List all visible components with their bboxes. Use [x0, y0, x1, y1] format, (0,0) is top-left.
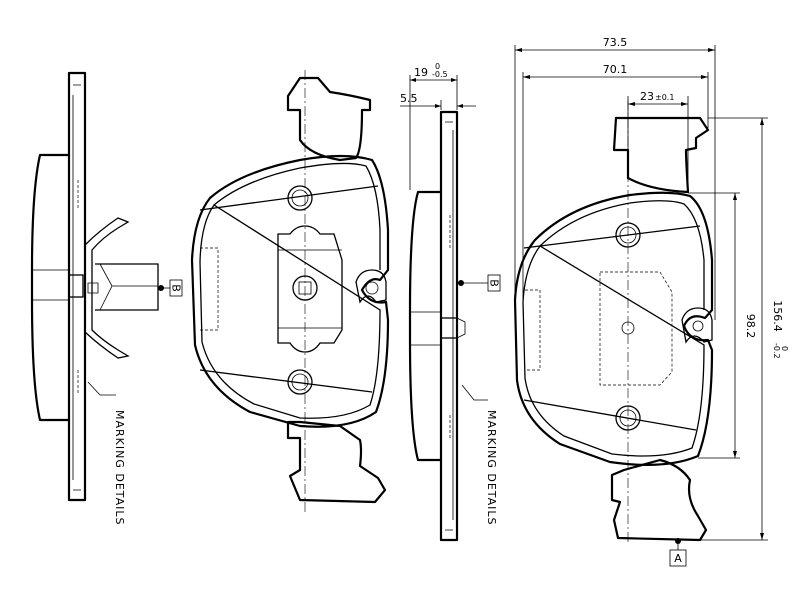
- dimensioned-front-view: A 73.5 70.1 23 ±0.1 98.2 156.4 0 -0.2: [513, 36, 789, 567]
- dim-overall-height: 156.4: [771, 300, 784, 332]
- datum-b-label-right: B: [488, 279, 501, 287]
- dim-offset: 23: [640, 90, 654, 103]
- dim-overall-width: 73.5: [603, 36, 628, 49]
- datum-a-label: A: [674, 552, 682, 565]
- marking-details-label-left: MARKING DETAILS: [113, 410, 126, 526]
- dim-overall-height-upper: 0: [780, 346, 789, 351]
- marking-details-label-right: MARKING DETAILS: [485, 410, 498, 526]
- datum-b-label-left: B: [170, 284, 183, 292]
- dim-pad-width: 70.1: [603, 63, 628, 76]
- dim-friction-height: 98.2: [744, 314, 757, 339]
- dim-thickness: 19: [414, 66, 428, 79]
- front-view-pad: [190, 70, 390, 515]
- side-section-view: B MARKING DETAILS 19 0 -0.5 5.5: [400, 62, 501, 542]
- dim-thickness-upper: 0: [435, 62, 440, 71]
- dim-offset-tol: ±0.1: [655, 93, 674, 102]
- dim-thickness-lower: -0.5: [432, 70, 448, 79]
- dim-overall-height-lower: -0.2: [772, 343, 781, 359]
- side-view-with-clip: B MARKING DETAILS: [30, 71, 183, 526]
- dim-backplate: 5.5: [400, 92, 418, 105]
